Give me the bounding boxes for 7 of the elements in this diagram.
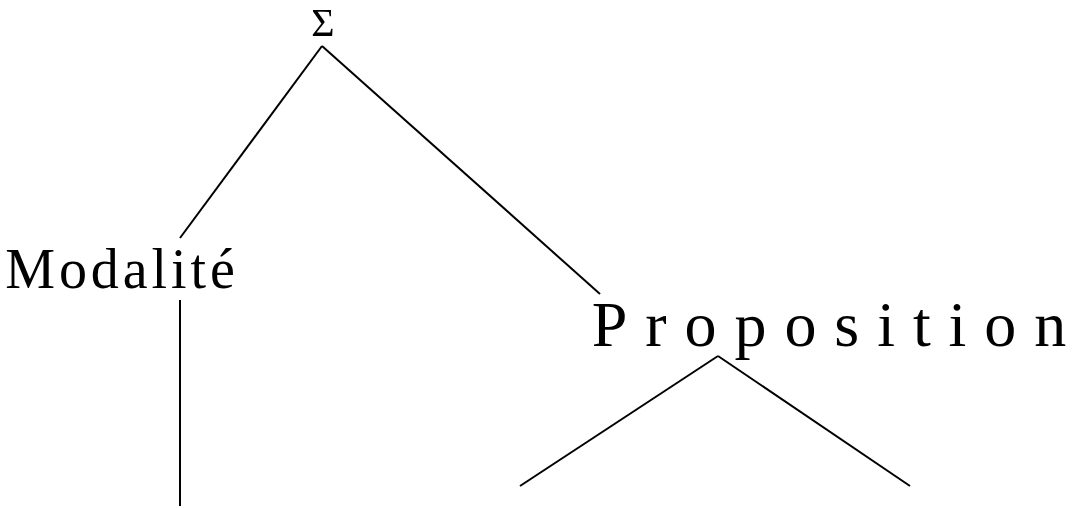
tree-branch-line (321, 45, 601, 295)
tree-branch-line (179, 299, 181, 507)
tree-branch-line (717, 355, 911, 487)
tree-branch-line (519, 355, 719, 487)
tree-branch-line (179, 45, 323, 239)
tree-node-label: Modalité (2, 238, 242, 300)
tree-node-label: Σ (300, 0, 346, 46)
